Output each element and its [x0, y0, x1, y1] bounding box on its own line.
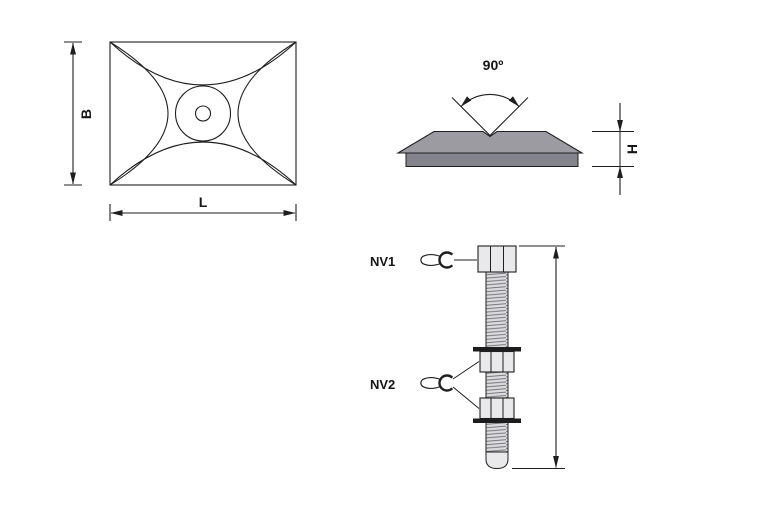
angle-dimension: 90º [451, 57, 529, 136]
thread-middle [485, 371, 509, 399]
plate-side-view: 90º H [396, 57, 640, 195]
angle-arc [460, 94, 520, 107]
stud-tip [485, 451, 509, 470]
nv1-label: NV1 [370, 254, 395, 269]
center-boss-circle [174, 85, 232, 142]
angle-label: 90º [483, 57, 504, 73]
plate-left-curve [109, 41, 169, 186]
nv1-callout: NV1 [370, 251, 477, 269]
plate-top-view: B L [64, 41, 297, 221]
plate-bottom-curve [109, 141, 297, 186]
wrench-icon [420, 374, 454, 392]
plate-outline [109, 41, 297, 186]
thread-lower [485, 422, 509, 453]
center-hole [194, 105, 212, 122]
hex-head [477, 245, 517, 273]
plate-base [405, 152, 579, 167]
nv2-label: NV2 [370, 377, 395, 392]
hex-nut-lower [479, 397, 515, 420]
washer-upper [473, 347, 521, 352]
stud-view: NV1 NV2 [370, 245, 565, 470]
nv2-callout: NV2 [370, 361, 480, 409]
plate-right-curve [237, 41, 297, 186]
width-dimension: B [64, 41, 94, 186]
height-dimension: H [592, 103, 640, 195]
plate-body [396, 130, 584, 154]
plate-length-label: L [199, 194, 208, 210]
stud-length-dimension [512, 245, 565, 470]
plate-top-curve [109, 41, 297, 86]
length-dimension: L [109, 194, 297, 221]
height-label: H [624, 144, 640, 154]
washer-lower [473, 418, 521, 423]
thread-upper [485, 271, 509, 349]
hex-nut-upper [479, 350, 515, 373]
plate-width-label: B [78, 109, 94, 119]
wrench-icon [420, 251, 454, 269]
